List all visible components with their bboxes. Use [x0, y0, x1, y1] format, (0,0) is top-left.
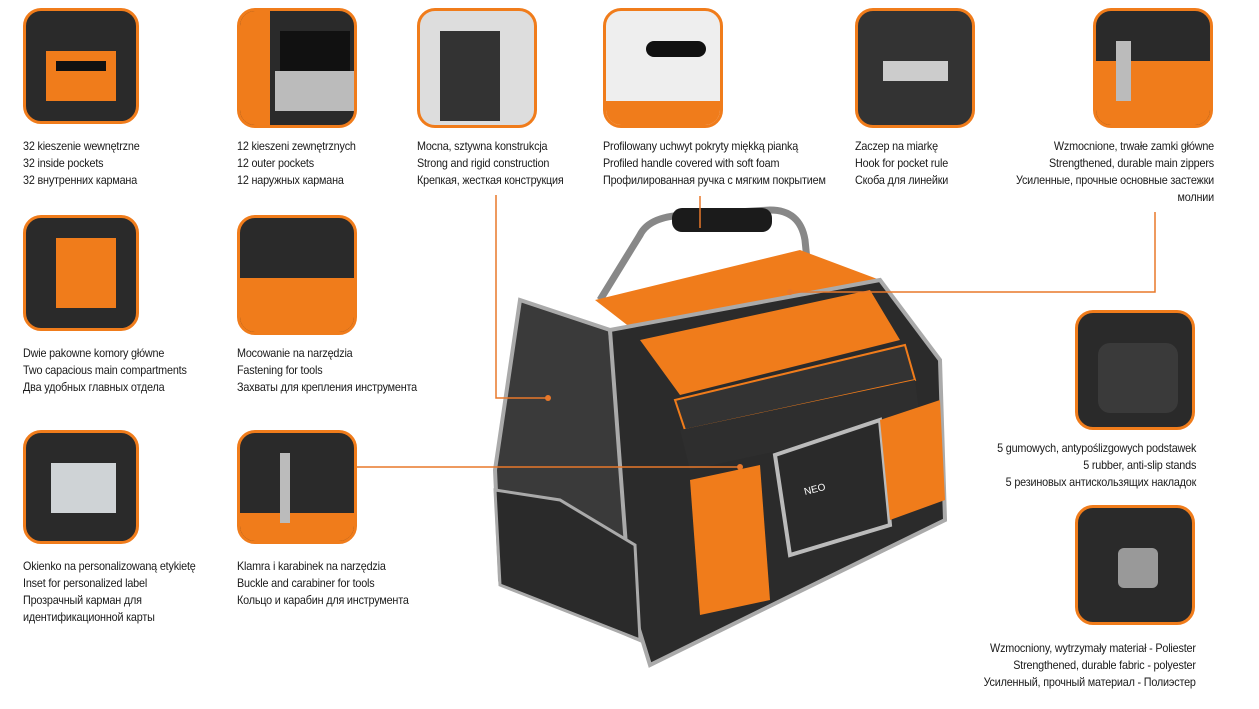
thumb-anti-slip — [1075, 310, 1195, 430]
thumb-hook — [855, 8, 975, 128]
thumb-label-window — [23, 430, 139, 544]
thumb-tool-fastening — [237, 215, 357, 335]
thumb-outer-pockets — [237, 8, 357, 128]
thumb-fabric — [1075, 505, 1195, 625]
caption-fabric: Wzmocniony, wytrzymały materiał - Polies… — [983, 641, 1196, 689]
caption-handle: Profilowany uchwyt pokryty miękką pianką… — [603, 139, 826, 187]
thumb-compartments — [23, 215, 139, 331]
thumb-handle — [603, 8, 723, 128]
neo-logo: NEO — [803, 482, 827, 498]
thumb-inside-pockets — [23, 8, 139, 124]
foam-handle — [672, 208, 772, 232]
thumb-carabiner — [237, 430, 357, 544]
thumb-construction — [417, 8, 537, 128]
thumb-zippers — [1093, 8, 1213, 128]
